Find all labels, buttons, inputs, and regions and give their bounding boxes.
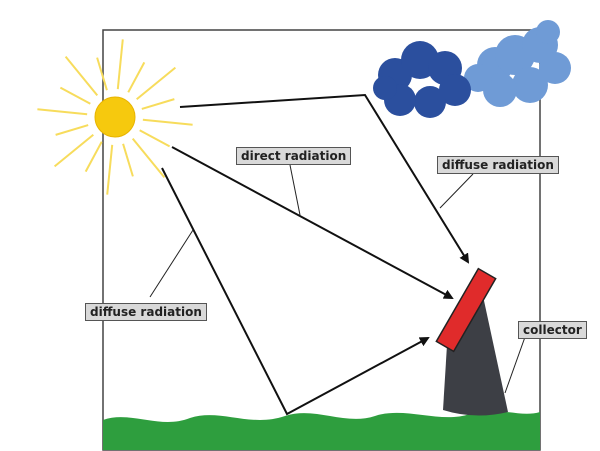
sun-icon xyxy=(37,39,193,195)
sun-ray xyxy=(84,141,103,173)
sun-ray xyxy=(127,61,146,93)
diffuse-radiation-label-left: diffuse radiation xyxy=(85,303,207,321)
solar-collector-icon xyxy=(435,267,497,353)
direct-radiation-label: direct radiation xyxy=(236,147,352,165)
sun-ray xyxy=(37,108,88,116)
sun-ray xyxy=(139,129,171,148)
sun-ray xyxy=(122,143,134,177)
cloud-icon xyxy=(373,20,571,118)
radiation-arrows xyxy=(161,93,470,416)
diffuse-radiation-arrow-top xyxy=(179,93,470,264)
direct-radiation-arrow xyxy=(171,146,454,299)
sun-ray xyxy=(141,98,175,110)
collector-stand xyxy=(443,296,508,416)
sun-ray xyxy=(59,86,91,105)
sun-ray xyxy=(55,124,89,136)
collector-label: collector xyxy=(518,321,587,339)
sun-ray xyxy=(136,66,177,101)
sun-ray xyxy=(64,55,99,96)
label-leaders xyxy=(149,164,526,394)
sun-ray xyxy=(142,118,193,126)
ground xyxy=(103,411,540,450)
diffuse-radiation-arrow-ground xyxy=(161,167,430,416)
sun-ray xyxy=(131,138,166,179)
sun-ray xyxy=(53,133,94,168)
sun-ray xyxy=(96,57,108,91)
diffuse-radiation-label-top: diffuse radiation xyxy=(437,156,559,174)
sun-ray xyxy=(106,144,114,195)
sun-ray xyxy=(116,39,124,90)
